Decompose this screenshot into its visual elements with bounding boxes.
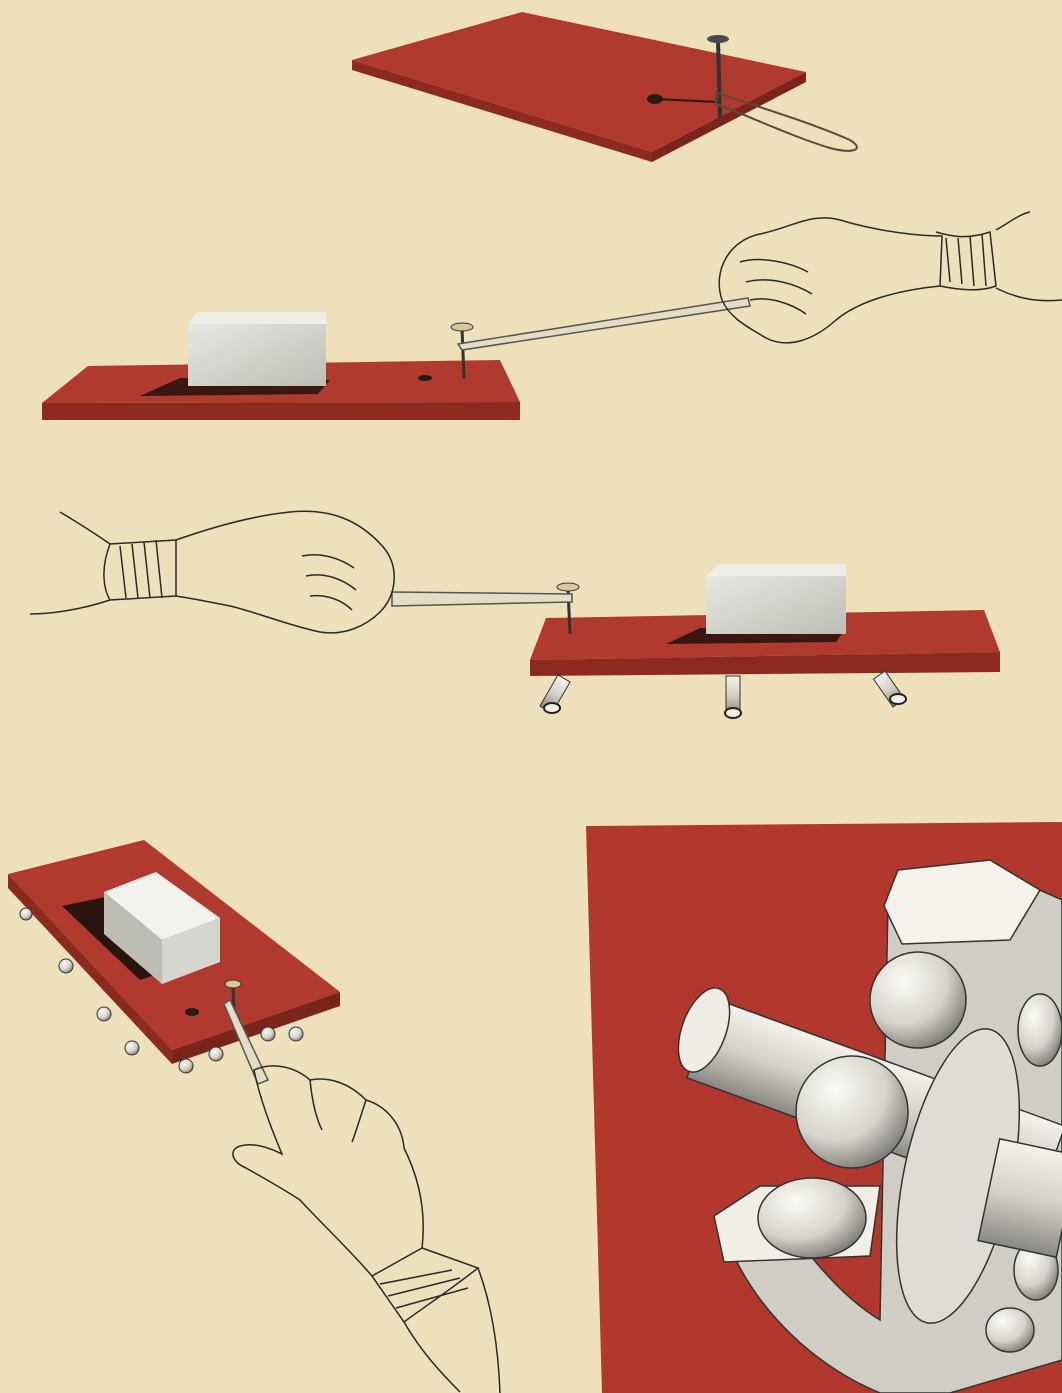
- stretched-rubber-band: [392, 592, 572, 606]
- block: [188, 324, 326, 386]
- panel-board-with-nail-and-rubber-band: [352, 12, 857, 162]
- hand-right: [719, 212, 1062, 343]
- block-top: [706, 564, 846, 576]
- panel-pulling-board-on-ball-bearings: [8, 840, 500, 1393]
- ball-bearing: [179, 1059, 193, 1073]
- roller: [725, 676, 741, 718]
- ball-bearing: [289, 1027, 303, 1041]
- block-top: [188, 312, 326, 326]
- ball-bearing: [870, 952, 966, 1048]
- ball-bearing: [1018, 994, 1062, 1066]
- roller: [540, 675, 570, 713]
- ball-bearing: [20, 908, 32, 920]
- nail-icon: [462, 328, 464, 378]
- panel-pulling-block-on-flat-board: [42, 212, 1062, 420]
- ball-bearing: [97, 1007, 111, 1021]
- ball-bearing: [796, 1056, 908, 1168]
- ball-bearing: [261, 1027, 275, 1041]
- ball-bearing: [125, 1041, 139, 1055]
- panel-pulling-block-on-board-with-rollers: [30, 511, 1000, 718]
- panel-ball-bearing-cutaway: [586, 822, 1062, 1393]
- block: [706, 576, 846, 634]
- stretched-rubber-band: [458, 298, 750, 350]
- hand-left: [30, 511, 394, 633]
- ball-bearing: [758, 1178, 866, 1258]
- ball-bearing: [209, 1047, 223, 1061]
- ball-bearing: [986, 1308, 1034, 1352]
- hand-pulling-down: [233, 1066, 500, 1393]
- board-edge: [42, 402, 520, 420]
- ball-bearing: [59, 959, 73, 973]
- roller: [874, 671, 906, 707]
